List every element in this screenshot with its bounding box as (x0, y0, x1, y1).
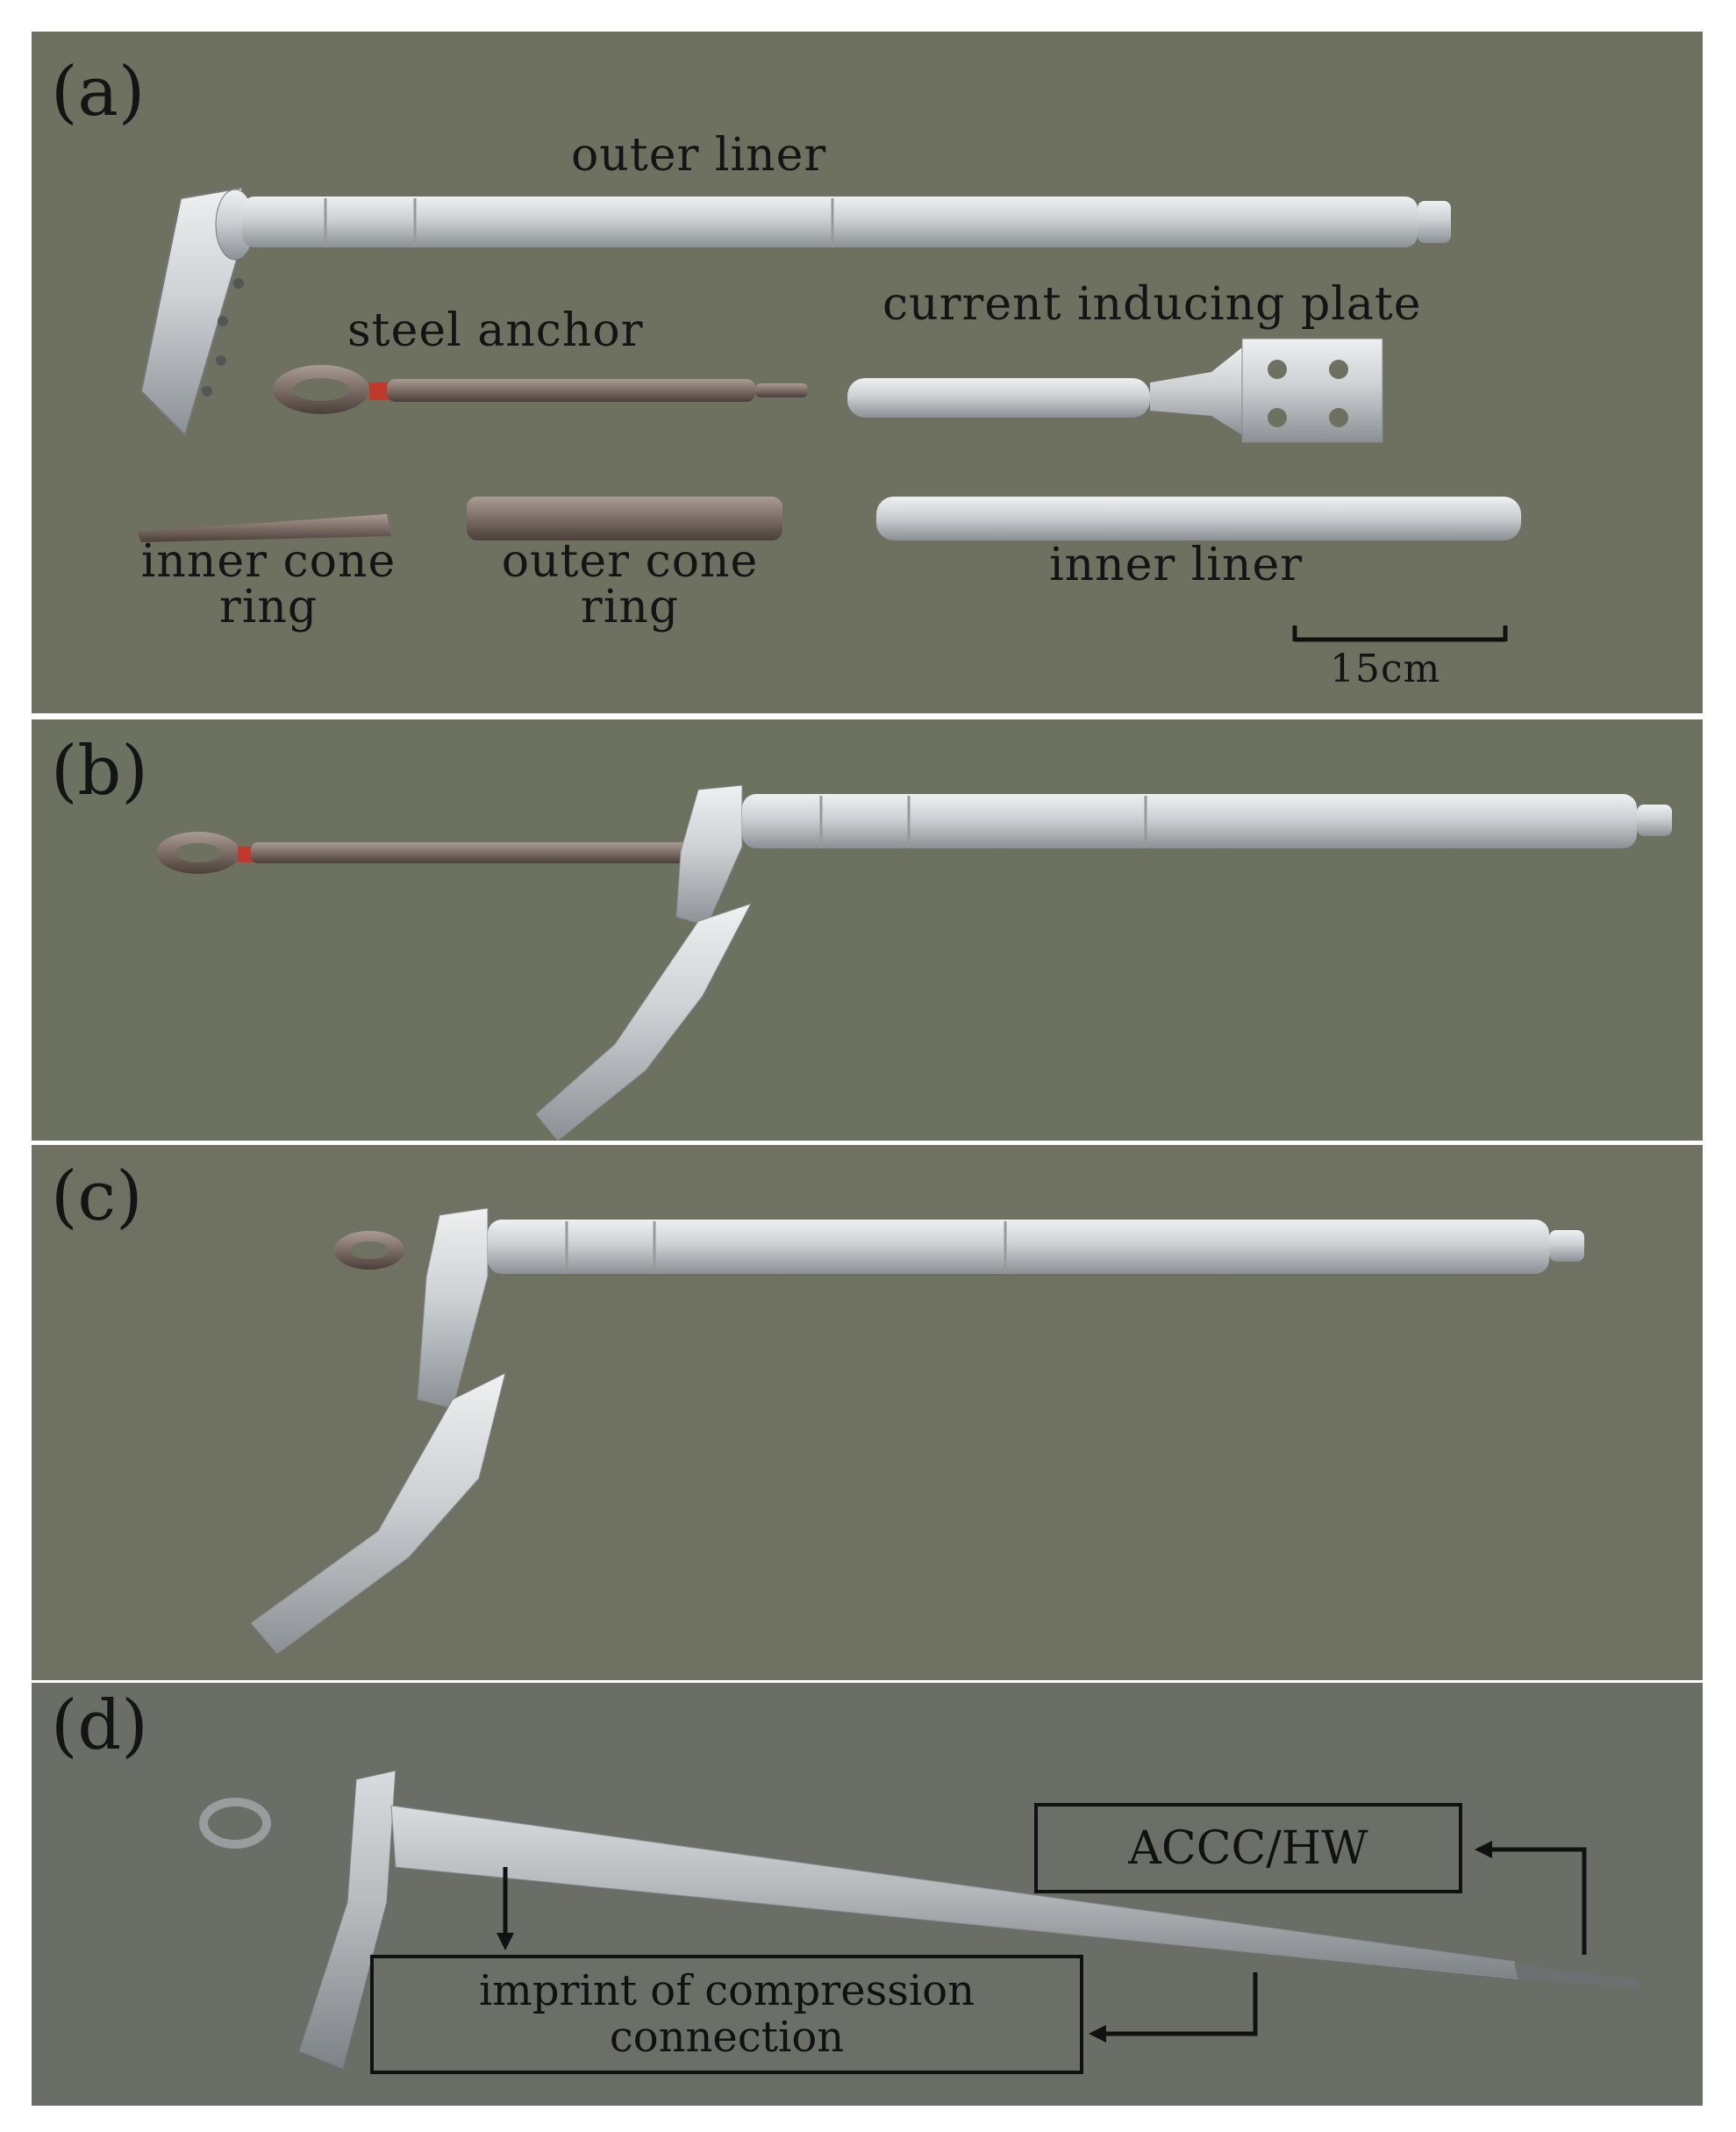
accc-hw-box: ACCC/HW (1034, 1803, 1462, 1893)
inner-cone-ring-label-line1: inner cone (140, 535, 396, 588)
panel-b-photo: (b) (32, 719, 1703, 1141)
panel-label-c: (c) (51, 1157, 143, 1236)
current-inducing-plate (847, 338, 1383, 443)
inner-liner-part (876, 497, 1521, 540)
annotation-arrows (503, 1847, 1587, 2036)
scale-bar-label: 15cm (1330, 647, 1441, 691)
imprint-label-line1: imprint of compression (478, 1966, 975, 2016)
panel-a-photo: (a) outer liner current inducing plate s… (32, 32, 1703, 713)
inner-cone-ring-label-line2: ring (218, 581, 318, 633)
panel-d-photo: (d) ACCC/HW imprint of compression conne… (32, 1683, 1703, 2106)
outer-cone-ring-part (467, 497, 782, 540)
outer-cone-ring-label-line1: outer cone (501, 535, 759, 588)
steel-anchor-label: steel anchor (347, 304, 644, 357)
panel-c-photo: (c) (32, 1145, 1703, 1680)
panel-label-b: (b) (51, 732, 148, 811)
imprint-label-line2: connection (609, 2013, 845, 2062)
panel-label-d: (d) (51, 1686, 148, 1765)
outer-cone-ring-label-line2: ring (580, 581, 680, 633)
steel-anchor (273, 365, 808, 414)
imprint-box: imprint of compression connection (370, 1955, 1083, 2074)
scale-bar (1292, 626, 1508, 642)
outer-liner-label: outer liner (571, 129, 827, 182)
inner-liner-label: inner liner (1049, 539, 1304, 591)
inner-cone-ring-part (137, 514, 391, 542)
panel-label-a: (a) (51, 53, 146, 132)
panel-a-parts (137, 186, 1521, 642)
panel-d-assembly (199, 1770, 1637, 2070)
panel-c-assembly (250, 1207, 1584, 1655)
accc-hw-label: ACCC/HW (1128, 1821, 1368, 1875)
panel-b-assembly (156, 784, 1672, 1141)
outer-liner (139, 186, 1451, 437)
current-inducing-plate-label: current inducing plate (882, 278, 1422, 331)
